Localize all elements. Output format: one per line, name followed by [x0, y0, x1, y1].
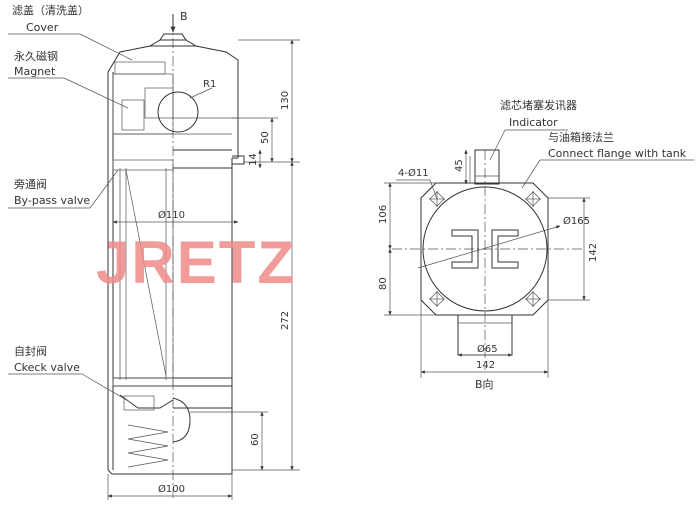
- vertical-dimensions-left-view: 130 50 14 272 60: [190, 39, 300, 471]
- label-magnet-en: Magnet: [14, 65, 56, 78]
- inner-bracket-left: [451, 229, 479, 269]
- flange-outline: [420, 182, 549, 316]
- view-b-caption: B向: [475, 377, 494, 391]
- mounting-holes: [429, 191, 541, 307]
- label-cover-en: Cover: [26, 21, 59, 34]
- dim-d100: Ø100: [158, 483, 185, 495]
- dim-d165: Ø165: [563, 215, 590, 227]
- cover-section-hatch: [114, 61, 166, 75]
- label-check-en: Ckeck valve: [14, 361, 80, 374]
- dim-d65: Ø65: [477, 343, 498, 355]
- b-direction-view: 45 Ø65 Ø165 4-Ø11 106 80 142 142 B向: [378, 98, 694, 391]
- callouts-right: 滤芯堵塞发讯器 Indicator 与油箱接法兰 Connect flange …: [489, 98, 694, 189]
- spring: [127, 424, 169, 468]
- label-bypass-en: By-pass valve: [14, 194, 90, 207]
- dim-272: 272: [280, 311, 291, 330]
- label-flange-cn: 与油箱接法兰: [548, 130, 614, 144]
- dim-w142: 142: [476, 360, 495, 371]
- dim-r1: R1: [203, 79, 216, 90]
- dim-80: 80: [378, 277, 389, 290]
- r1-detail-circle: [157, 91, 199, 133]
- label-cover-cn: 滤盖（清洗盖）: [12, 3, 89, 17]
- dim-14: 14: [248, 153, 259, 166]
- filter-section-view: R1 Ø110 Ø100 B: [8, 3, 300, 500]
- view-b-label: B: [180, 10, 188, 23]
- dim-v142: 142: [588, 243, 599, 262]
- dim-holes: 4-Ø11: [398, 167, 429, 179]
- dim-d110: Ø110: [158, 209, 185, 221]
- watermark-logo: JRETZ: [96, 229, 296, 296]
- label-flange-en: Connect flange with tank: [548, 147, 687, 160]
- label-bypass-cn: 旁通阀: [14, 177, 47, 191]
- check-valve-hatch: [123, 395, 155, 411]
- callouts-left: 滤盖（清洗盖） Cover 永久磁钢 Magnet 旁通阀 By-pass va…: [8, 3, 133, 403]
- inner-bracket-right: [491, 229, 519, 269]
- label-indicator-cn: 滤芯堵塞发讯器: [500, 98, 577, 112]
- label-check-cn: 自封阀: [14, 344, 47, 358]
- magnet-section-hatch: [121, 99, 145, 131]
- dim-130: 130: [280, 91, 291, 110]
- dim-106: 106: [378, 205, 389, 224]
- label-indicator-en: Indicator: [509, 116, 558, 129]
- indicator-body: [474, 149, 500, 185]
- dim-50: 50: [260, 131, 271, 144]
- dim-60: 60: [250, 433, 261, 446]
- dim-45: 45: [454, 159, 465, 172]
- label-magnet-cn: 永久磁钢: [14, 49, 58, 63]
